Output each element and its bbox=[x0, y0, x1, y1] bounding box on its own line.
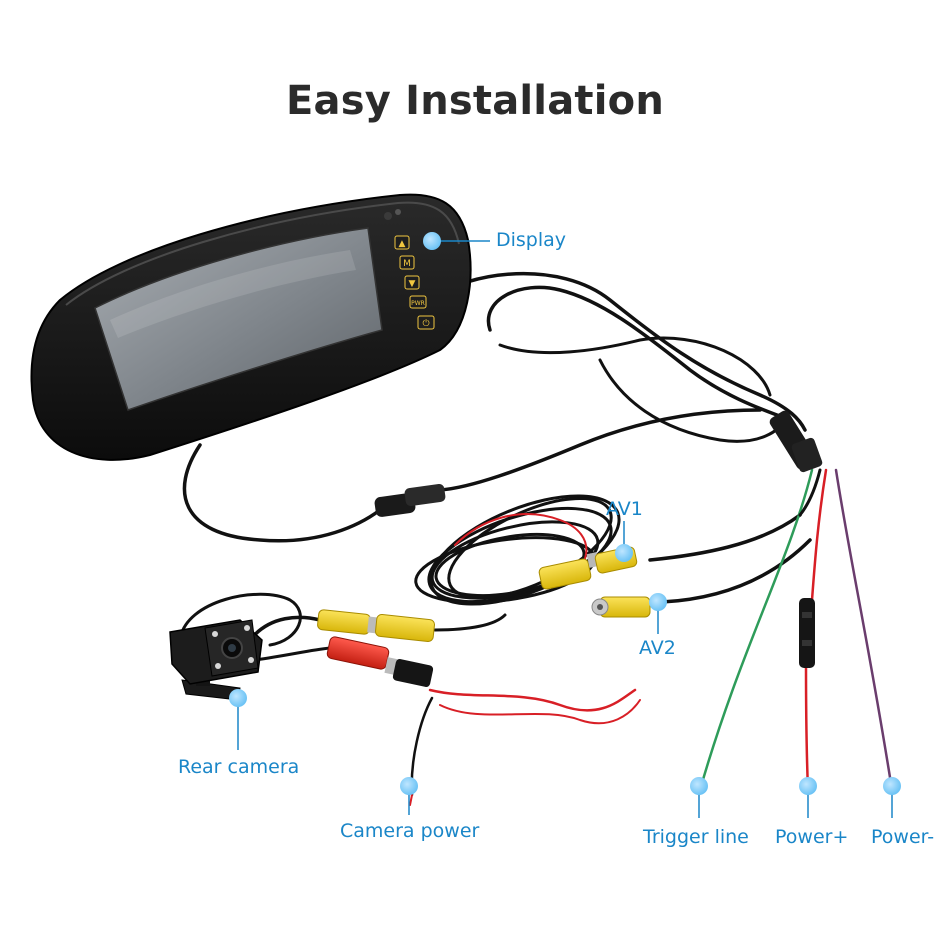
trigger-line-wire bbox=[698, 468, 814, 792]
page-title: Easy Installation bbox=[285, 78, 664, 124]
trigger-line-callout-dot bbox=[690, 777, 708, 795]
label-power-minus: Power- bbox=[871, 826, 935, 848]
label-display: Display bbox=[496, 229, 567, 251]
cable-loop-top bbox=[428, 271, 807, 432]
button-down-glyph: ▼ bbox=[409, 279, 416, 289]
mirror-monitor: ▲ M ▼ PWR ⏻ bbox=[30, 193, 472, 461]
monitor-buttons: ▲ M ▼ PWR ⏻ bbox=[394, 235, 435, 330]
av-out-cable bbox=[433, 613, 507, 632]
monitor-screen bbox=[94, 227, 383, 411]
power-plus-callout-dot bbox=[799, 777, 817, 795]
label-power-plus: Power+ bbox=[775, 826, 849, 848]
camera-power-red-wire-2 bbox=[439, 699, 641, 725]
power-plus-wire-lower bbox=[804, 663, 810, 792]
camera-dc-plug bbox=[326, 636, 434, 687]
button-power-glyph: ⏻ bbox=[422, 318, 429, 329]
fuse-holder bbox=[799, 598, 815, 668]
power-minus-wire bbox=[834, 468, 894, 792]
screen-glare bbox=[110, 250, 356, 338]
av1-callout-dot bbox=[615, 544, 633, 562]
power-minus-callout-dot bbox=[883, 777, 901, 795]
display-callout-dot bbox=[423, 232, 441, 250]
label-rear-camera: Rear camera bbox=[178, 756, 300, 778]
cable-loop-top-3 bbox=[498, 336, 772, 397]
coiled-cable bbox=[414, 494, 621, 606]
label-av2: AV2 bbox=[639, 637, 676, 659]
label-camera-power: Camera power bbox=[340, 820, 480, 842]
rear-camera bbox=[169, 619, 263, 701]
camera-power-callout-dot bbox=[400, 777, 418, 795]
camera-power-red-wire bbox=[428, 688, 637, 712]
av2-rca-socket bbox=[591, 596, 651, 618]
monitor-cable bbox=[182, 443, 382, 543]
cable-loop-top-2 bbox=[486, 285, 792, 422]
callouts bbox=[229, 232, 901, 818]
camera-video-rca bbox=[317, 609, 435, 642]
monitor-cable-2 bbox=[438, 408, 762, 492]
light-sensor bbox=[395, 209, 401, 215]
av2-callout-dot bbox=[649, 593, 667, 611]
camera-cable bbox=[248, 615, 322, 642]
cable-loop-right bbox=[598, 358, 787, 443]
button-menu-glyph: M bbox=[403, 259, 411, 269]
av2-cable bbox=[660, 538, 812, 604]
camera-cable-loop bbox=[178, 592, 302, 647]
av1-cable bbox=[648, 513, 802, 562]
camera-power-tip bbox=[409, 794, 413, 806]
label-av1: AV1 bbox=[606, 498, 643, 520]
monitor-inline-connector bbox=[374, 483, 446, 517]
monitor-rim bbox=[65, 201, 460, 306]
breakout-connector bbox=[769, 410, 823, 473]
av1-rca-plug bbox=[538, 546, 638, 590]
breakout-to-av bbox=[798, 468, 822, 517]
button-up-glyph: ▲ bbox=[399, 239, 406, 249]
ir-sensor bbox=[384, 212, 392, 220]
label-trigger-line: Trigger line bbox=[643, 826, 749, 848]
camera-red-lead bbox=[253, 646, 332, 662]
rear-camera-callout-dot bbox=[229, 689, 247, 707]
cables bbox=[178, 271, 894, 806]
button-pwr-glyph: PWR bbox=[411, 300, 425, 307]
power-plus-wire bbox=[810, 468, 828, 602]
